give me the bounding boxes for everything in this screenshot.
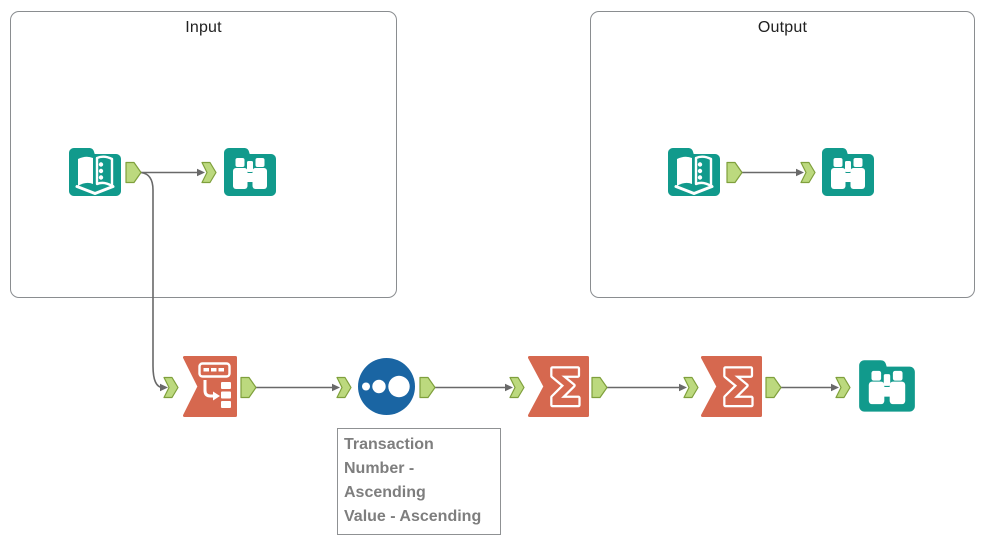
tool-browse-2[interactable] (820, 145, 876, 201)
sigma-icon: Σ (721, 359, 755, 417)
input-anchor-summarize2[interactable] (683, 376, 699, 399)
output-anchor-summarize2[interactable] (765, 376, 782, 399)
input-container-title: Input (185, 19, 222, 36)
input-anchor-browse-input[interactable] (201, 161, 217, 184)
tool-browse-1[interactable] (222, 145, 278, 201)
text-input-book-icon (674, 155, 714, 195)
annotation-line: Transaction (344, 436, 434, 453)
browse-binoculars-icon (233, 158, 267, 189)
wire-arrowheads (160, 168, 839, 392)
output-anchor-sort[interactable] (419, 376, 436, 399)
tool-text-input-1[interactable] (67, 145, 123, 201)
output-container-title: Output (757, 19, 808, 36)
text-input-book-icon (75, 155, 115, 195)
output-anchor-textinput-input[interactable] (125, 161, 142, 184)
input-anchor-summarize1[interactable] (509, 376, 525, 399)
output-anchor-textinput-output[interactable] (726, 161, 743, 184)
wire-textinput-to-transpose (140, 171, 164, 389)
tool-sort[interactable] (356, 356, 417, 417)
tool-text-input-2[interactable] (666, 145, 722, 201)
input-anchor-browse-output[interactable] (800, 161, 816, 184)
browse-binoculars-icon (831, 158, 865, 189)
browse-binoculars-icon (868, 370, 906, 405)
connection-wires (140, 171, 832, 389)
sigma-icon: Σ (548, 359, 582, 417)
output-container[interactable]: Output (590, 11, 975, 298)
tool-summarize-1[interactable]: Σ (528, 356, 589, 417)
output-anchor-transpose[interactable] (240, 376, 257, 399)
transpose-icon (198, 362, 231, 408)
tool-transpose[interactable] (183, 356, 237, 417)
input-anchor-sort[interactable] (336, 376, 352, 399)
output-anchor-summarize1[interactable] (591, 376, 608, 399)
tool-summarize-2[interactable]: Σ (701, 356, 762, 417)
sort-dots-icon (362, 375, 410, 398)
sort-annotation-box[interactable]: Transaction Number - Ascending Value - A… (337, 428, 501, 535)
tool-browse-3[interactable] (857, 357, 917, 417)
annotation-line: Value - Ascending (344, 508, 482, 525)
input-anchor-transpose[interactable] (163, 376, 179, 399)
input-anchor-browse-bottom[interactable] (835, 376, 851, 399)
annotation-line: Ascending (344, 484, 426, 501)
annotation-line: Number - (344, 460, 415, 477)
